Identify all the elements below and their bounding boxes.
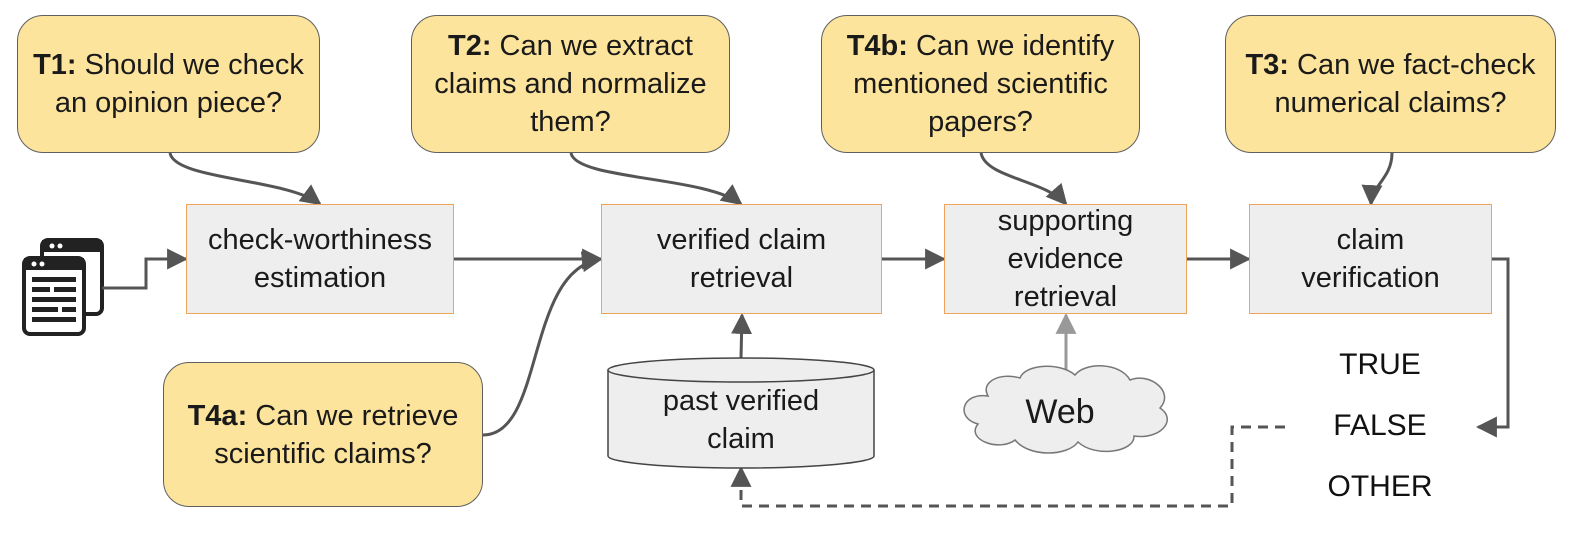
- arrow-t4b: [979, 152, 1068, 206]
- question-t4b-text: Can we identify mentioned scientific pap…: [853, 30, 1115, 138]
- database-cylinder-icon: [607, 357, 875, 469]
- outcome-true: TRUE: [1339, 348, 1421, 381]
- feedback-dashed-arrow: [730, 425, 1285, 508]
- arrow-input-to-checkworthiness: [102, 248, 189, 290]
- question-t3-text: Can we fact-check numerical claims?: [1274, 49, 1536, 119]
- question-t4a-tag: T4a:: [187, 399, 248, 432]
- step-claim-verification-label: claim verification: [1301, 224, 1440, 294]
- arrow-t2: [569, 152, 743, 206]
- question-t2: T2: Can we extract claims and normalize …: [411, 15, 730, 153]
- outcome-false: FALSE: [1333, 409, 1427, 442]
- web-label: Web: [1025, 393, 1095, 431]
- arrow-t1: [168, 152, 322, 206]
- step-supporting-evidence-retrieval-label: supporting evidence retrieval: [997, 205, 1134, 313]
- question-t3-tag: T3:: [1245, 49, 1289, 81]
- step-claim-verification: claim verification: [1249, 204, 1492, 314]
- question-t3: T3: Can we fact-check numerical claims?: [1225, 15, 1556, 153]
- step-supporting-evidence-retrieval: supporting evidence retrieval: [944, 204, 1187, 314]
- outcome-other: OTHER: [1327, 470, 1433, 503]
- question-t2-tag: T2:: [448, 30, 492, 62]
- arrow-database-to-retrieval: [731, 312, 753, 359]
- question-t2-text: Can we extract claims and normalize them…: [434, 30, 707, 138]
- question-t1-tag: T1:: [33, 49, 77, 81]
- step-verified-claim-retrieval-label: verified claim retrieval: [656, 224, 827, 294]
- cloud-icon: [963, 365, 1168, 454]
- question-t4b-tag: T4b:: [846, 30, 908, 62]
- step-check-worthiness-label: check-worthiness estimation: [207, 224, 433, 294]
- question-t1: T1: Should we check an opinion piece?: [17, 15, 320, 153]
- step-verified-claim-retrieval: verified claim retrieval: [601, 204, 882, 314]
- question-t4b: T4b: Can we identify mentioned scientifi…: [821, 15, 1140, 153]
- database-label: past verified claim: [662, 385, 820, 455]
- question-t4a-text: Can we retrieve scientific claims?: [214, 399, 459, 470]
- arrow-t3: [1361, 152, 1394, 207]
- documents-icon: [22, 238, 104, 336]
- question-t4a: T4a: Can we retrieve scientific claims?: [163, 362, 483, 507]
- question-t1-text: Should we check an opinion piece?: [54, 49, 304, 119]
- arrow-verification-to-outcomes: [1475, 257, 1510, 438]
- arrow-t4a: [482, 251, 604, 437]
- step-check-worthiness: check-worthiness estimation: [186, 204, 454, 314]
